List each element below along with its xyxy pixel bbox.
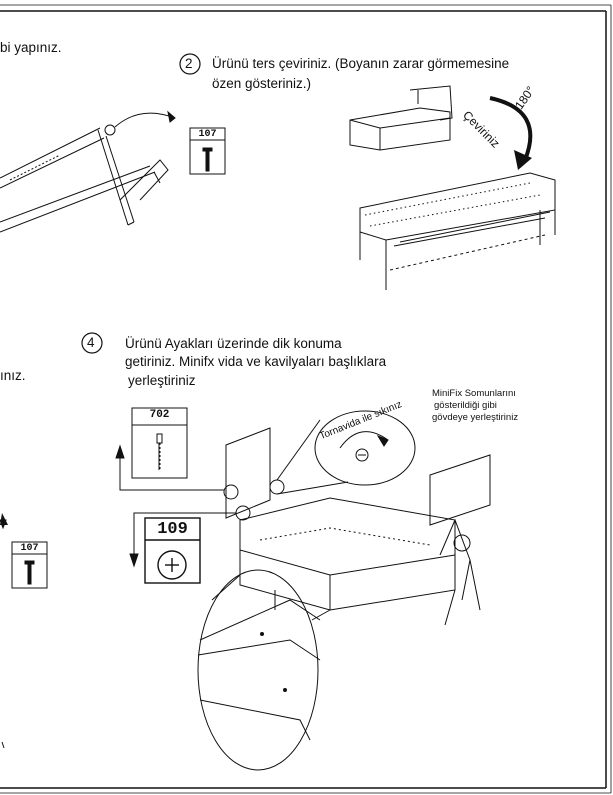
step4-text-line3: yerleştiriniz — [128, 373, 196, 388]
step4-number: 4 — [87, 335, 95, 350]
step1-drawing — [0, 110, 176, 233]
step3-text: ınız. — [0, 368, 26, 383]
step4-text-line1: Ürünü Ayakları üzerinde dik konuma — [125, 336, 342, 351]
rotate-label: Çeviriniz — [460, 108, 503, 151]
minifix-note-line1: MiniFix Somunlarını — [432, 388, 516, 399]
step4-drawing — [115, 410, 491, 771]
rotate-degrees: 180° — [512, 83, 538, 113]
minifix-note-line3: gövdeye yerleştiriniz — [432, 412, 519, 423]
step3-part-number: 107 — [20, 543, 39, 554]
step4-text-line2: getiriniz. Minifx vida ve kavilyaları ba… — [125, 354, 387, 369]
step2-drawing — [349, 85, 556, 290]
step3-drawing — [0, 513, 8, 530]
screwdriver-label: Tornavida ile sıkınız — [318, 399, 404, 443]
step1-text: bi yapınız. — [0, 40, 62, 55]
step2-number: 2 — [185, 56, 193, 71]
minifix-note-line2: gösterildiği gibi — [434, 400, 497, 411]
step2-text-line2: özen gösteriniz.) — [212, 76, 312, 91]
step4-part-a-number: 702 — [149, 409, 170, 421]
step4-part-b-number: 109 — [157, 520, 188, 539]
step2-text-line1: Ürünü ters çeviriniz. (Boyanın zarar gör… — [212, 56, 510, 71]
step1-part-number: 107 — [198, 129, 217, 140]
